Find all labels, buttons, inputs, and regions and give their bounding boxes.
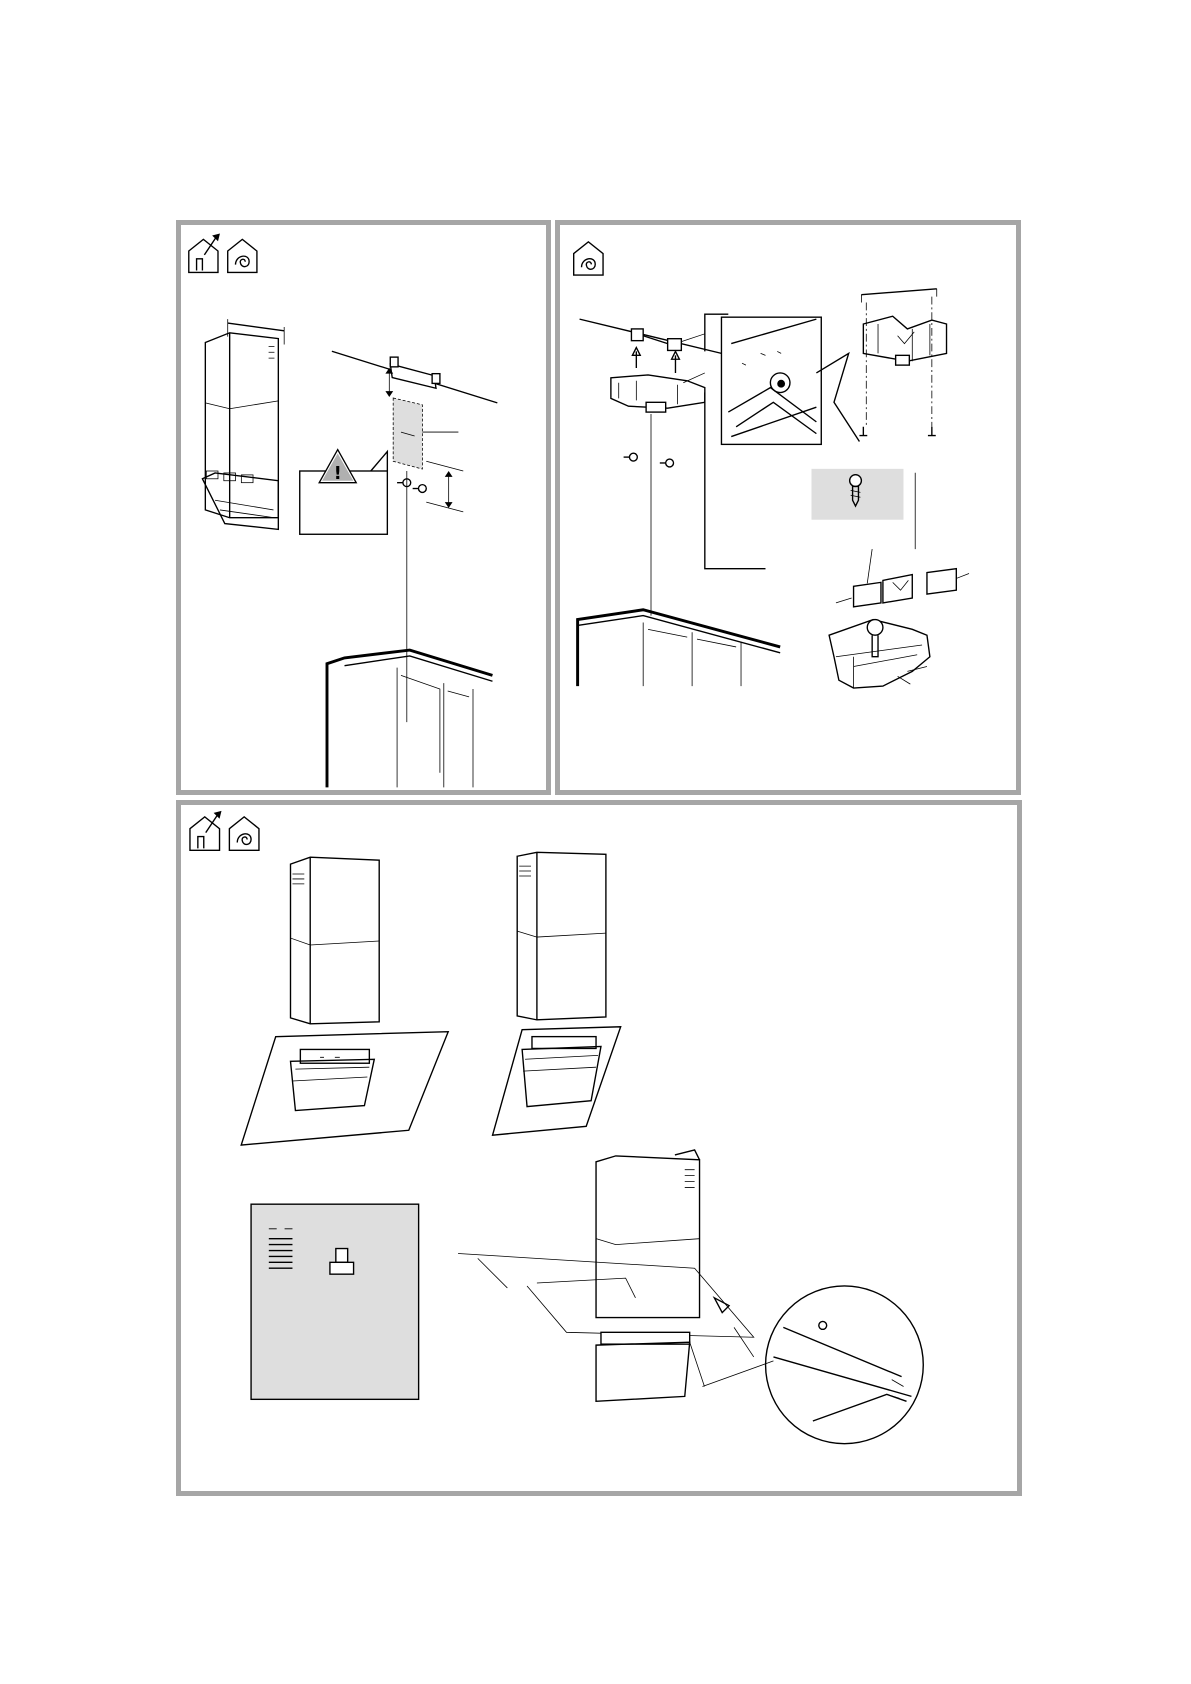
warning-callout: ! <box>300 450 388 535</box>
panel-hood-assembly <box>176 800 1022 1496</box>
panel-filter-box-installation <box>555 220 1021 795</box>
detail-view <box>721 317 859 444</box>
wall-bracket <box>390 357 440 388</box>
house-recirculation-icon <box>574 242 603 275</box>
bracket-installation-drawing: ! <box>181 225 546 790</box>
hood-glass-assembly <box>458 1150 773 1401</box>
screw <box>413 485 427 493</box>
panel-bracket-installation: ! <box>176 220 551 795</box>
warning-symbol: ! <box>334 464 342 484</box>
hood-assembly-drawing <box>181 805 1017 1491</box>
house-ducted-exhaust-icon <box>190 811 222 850</box>
screw-detail-box <box>811 469 915 583</box>
filter-modules <box>836 569 969 607</box>
screw <box>660 459 674 467</box>
filter-box-installation-drawing <box>560 225 1016 790</box>
hood-front-view <box>241 857 448 1145</box>
wall-bracket <box>631 329 681 351</box>
filter-box-closeup <box>829 620 930 688</box>
wall-cabinet <box>578 610 781 686</box>
wall-line <box>580 319 722 353</box>
hood-chimney <box>202 319 284 529</box>
magnified-detail <box>766 1286 924 1444</box>
screw <box>624 453 638 461</box>
callout-bracket <box>705 314 766 568</box>
parts-box <box>251 1204 419 1399</box>
filter-box-top <box>859 289 946 436</box>
house-recirculation-icon <box>229 817 259 851</box>
house-ducted-exhaust-icon <box>189 234 220 273</box>
hood-side-view <box>493 852 621 1135</box>
drill-template <box>393 398 422 469</box>
wall-cabinet <box>327 650 492 787</box>
house-recirculation-icon <box>228 239 257 272</box>
filter-housing <box>611 375 705 412</box>
screw <box>397 479 411 487</box>
